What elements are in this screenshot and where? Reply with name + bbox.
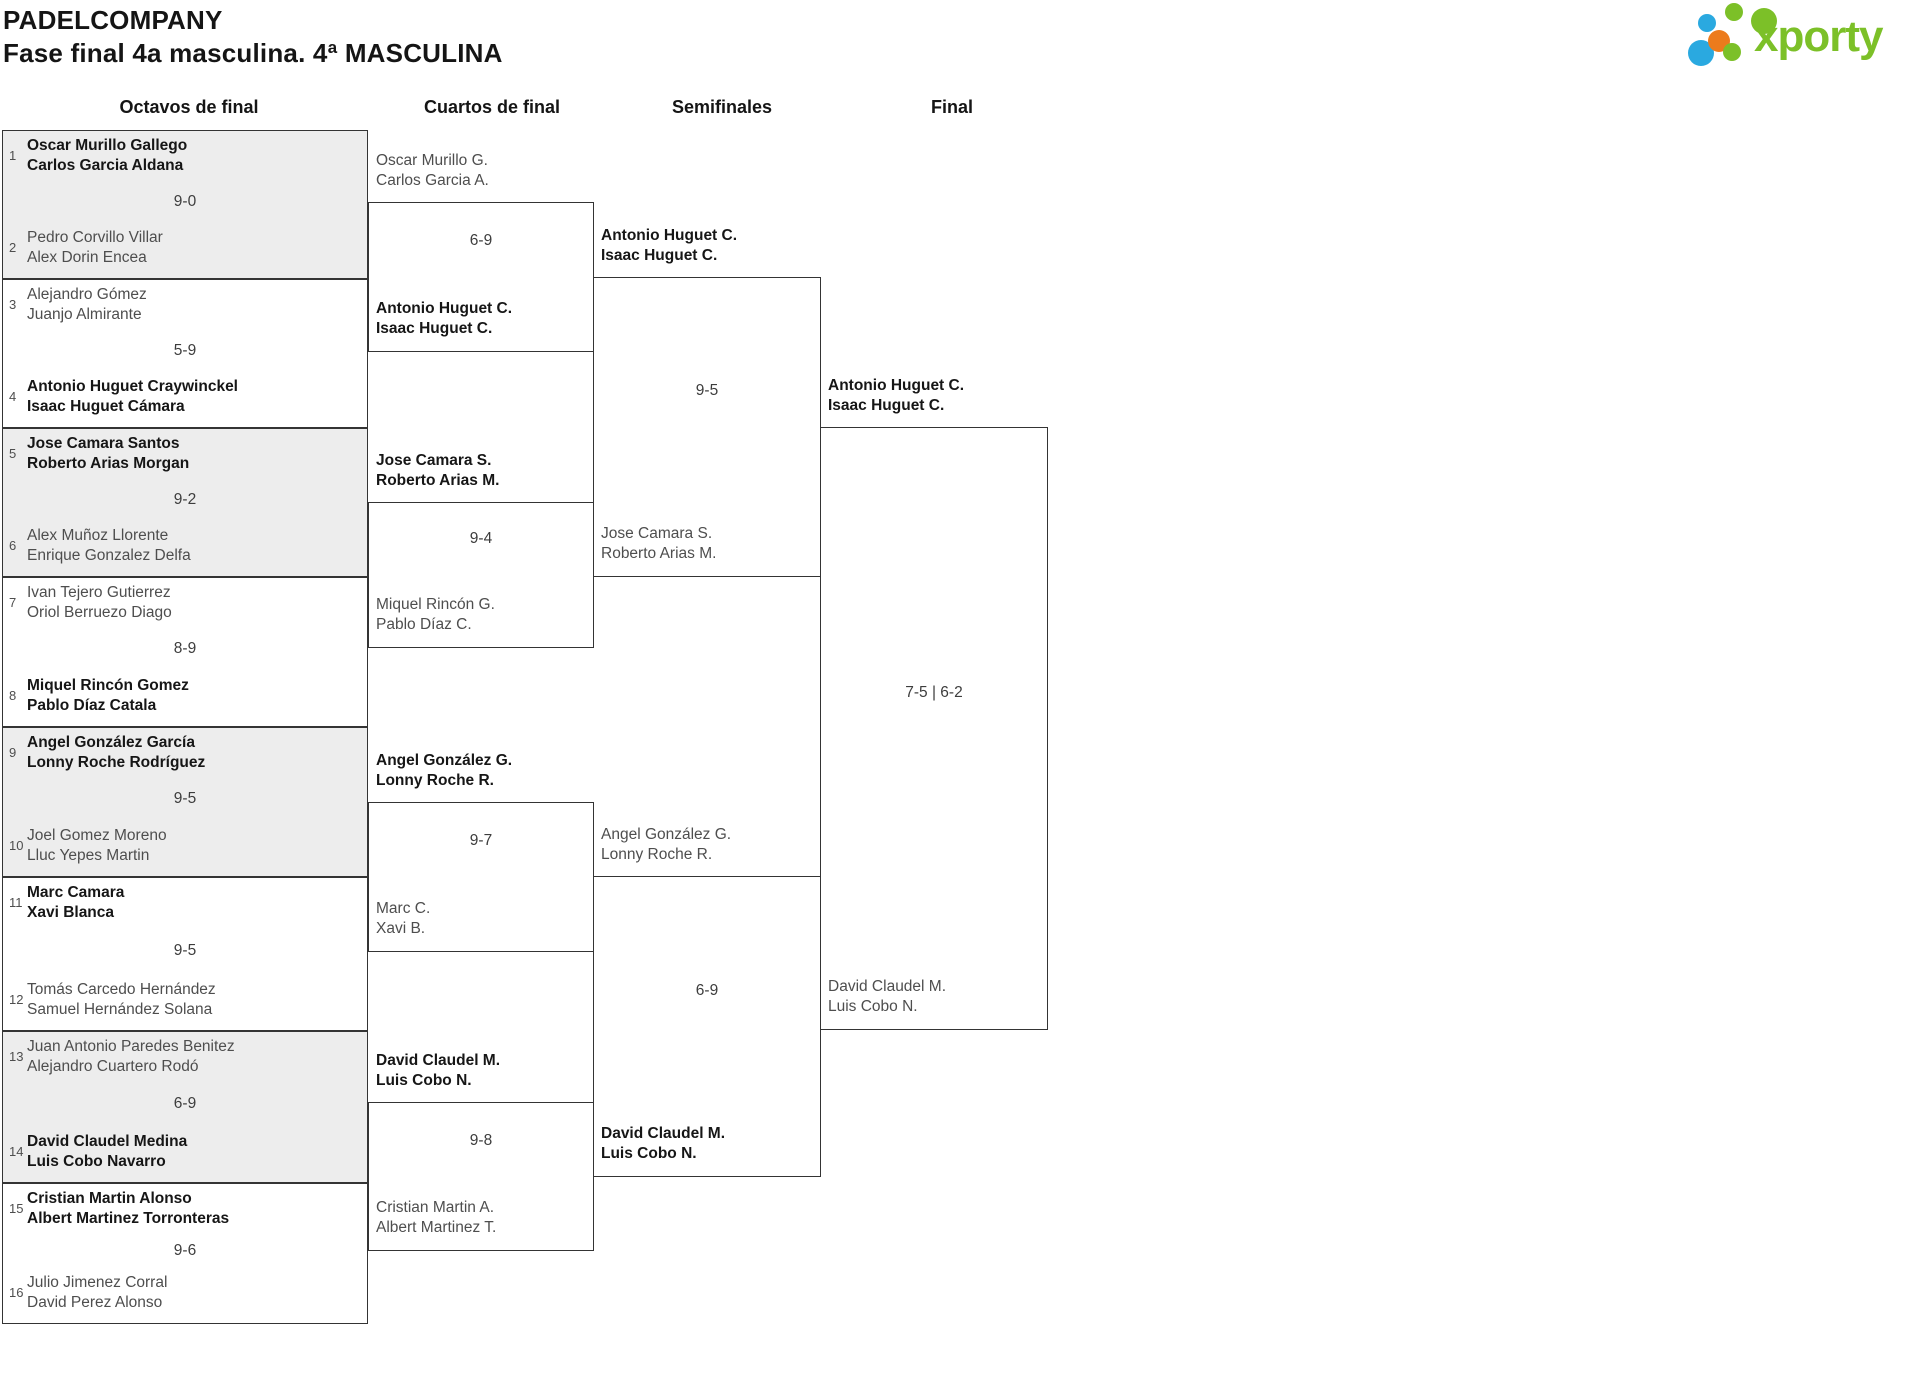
seed-label: 6 [9,538,17,553]
match-score: 8-9 [173,640,197,657]
seed-label: 16 [9,1285,24,1300]
seed-label: 12 [9,992,24,1007]
seed-label: 11 [9,895,23,910]
round-header-octavos: Octavos de final [119,97,259,117]
page-subtitle: Fase final 4a masculina. 4ª MASCULINA [3,38,503,68]
match-score: 9-4 [469,530,493,547]
team-name: David Claudel M.Luis Cobo N. [601,1125,726,1162]
team-name: David Claudel M.Luis Cobo N. [828,978,947,1015]
logo-dot-blue-small-icon [1698,14,1716,32]
seed-label: 7 [9,595,17,610]
match-score: 9-7 [469,832,493,849]
seed-label: 3 [9,297,17,312]
semifinal-match-1: Antonio Huguet C.Isaac Huguet C. 9-5 Jos… [593,227,821,577]
seed-label: 4 [9,389,17,404]
team-name: Oscar Murillo G.Carlos Garcia A. [376,152,489,189]
match-score: 9-5 [695,382,719,399]
match-score: 6-9 [695,981,719,999]
page-title: PADELCOMPANY [3,5,223,35]
match-score: 7-5 | 6-2 [905,683,963,701]
seed-label: 13 [9,1049,24,1064]
logo-wordmark: xporty [1754,12,1883,61]
logo-dot-green-top-icon [1725,3,1743,21]
seed-label: 1 [9,148,17,163]
round-header-final: Final [930,97,973,117]
team-name: Miquel Rincón G.Pablo Díaz C. [376,596,495,633]
cuartos-match-3: Angel González G.Lonny Roche R. 9-7 Marc… [368,752,594,952]
xporty-logo[interactable]: xporty [1688,2,1918,74]
page-header: PADELCOMPANY Fase final 4a masculina. 4ª… [3,4,503,70]
match-score: 6-9 [469,232,493,249]
team-name: Marc C.Xavi B. [376,900,431,937]
round-header-cuartos: Cuartos de final [423,97,561,117]
seed-label: 9 [9,745,17,760]
team-name: Antonio Huguet C.Isaac Huguet C. [601,227,738,264]
logo-dot-green-small-icon [1723,43,1741,61]
match-score: 5-9 [173,341,197,359]
team-name: Jose Camara S.Roberto Arias M. [601,525,717,562]
team-name: Angel González G.Lonny Roche R. [376,752,513,789]
team-name: Jose Camara S.Roberto Arias M. [376,452,500,489]
match-score: 9-6 [173,1241,197,1259]
team-name: Angel González G.Lonny Roche R. [601,826,732,863]
seed-label: 10 [9,838,24,853]
cuartos-match-4: David Claudel M.Luis Cobo N. 9-8 Cristia… [368,1052,594,1251]
seed-label: 14 [9,1144,24,1159]
cuartos-match-2: Jose Camara S.Roberto Arias M. 9-4 Mique… [368,452,594,648]
seed-label: 15 [9,1201,24,1216]
team-name: David Claudel M.Luis Cobo N. [376,1052,501,1089]
logo-dot-green-large-icon [1751,8,1777,34]
seed-label: 8 [9,688,17,703]
seed-label: 5 [9,446,17,461]
match-score: 9-5 [173,790,197,807]
match-score: 9-8 [469,1131,493,1149]
match-score: 6-9 [173,1095,197,1112]
seed-label: 2 [9,240,17,255]
match-score: 9-5 [173,942,197,959]
team-name: Antonio Huguet C.Isaac Huguet C. [376,300,513,337]
team-name: Antonio Huguet C.Isaac Huguet C. [828,377,965,414]
match-score: 9-0 [173,192,197,210]
semifinal-match-2: Angel González G.Lonny Roche R. 6-9 Davi… [593,826,821,1177]
team-name: Cristian Martin A.Albert Martinez T. [376,1199,497,1236]
final-match: Antonio Huguet C.Isaac Huguet C. 7-5 | 6… [820,377,1048,1030]
match-score: 9-2 [173,490,197,508]
round-header-semifinales: Semifinales [671,97,773,117]
cuartos-match-1: Oscar Murillo G.Carlos Garcia A. 6-9 Ant… [368,152,594,352]
